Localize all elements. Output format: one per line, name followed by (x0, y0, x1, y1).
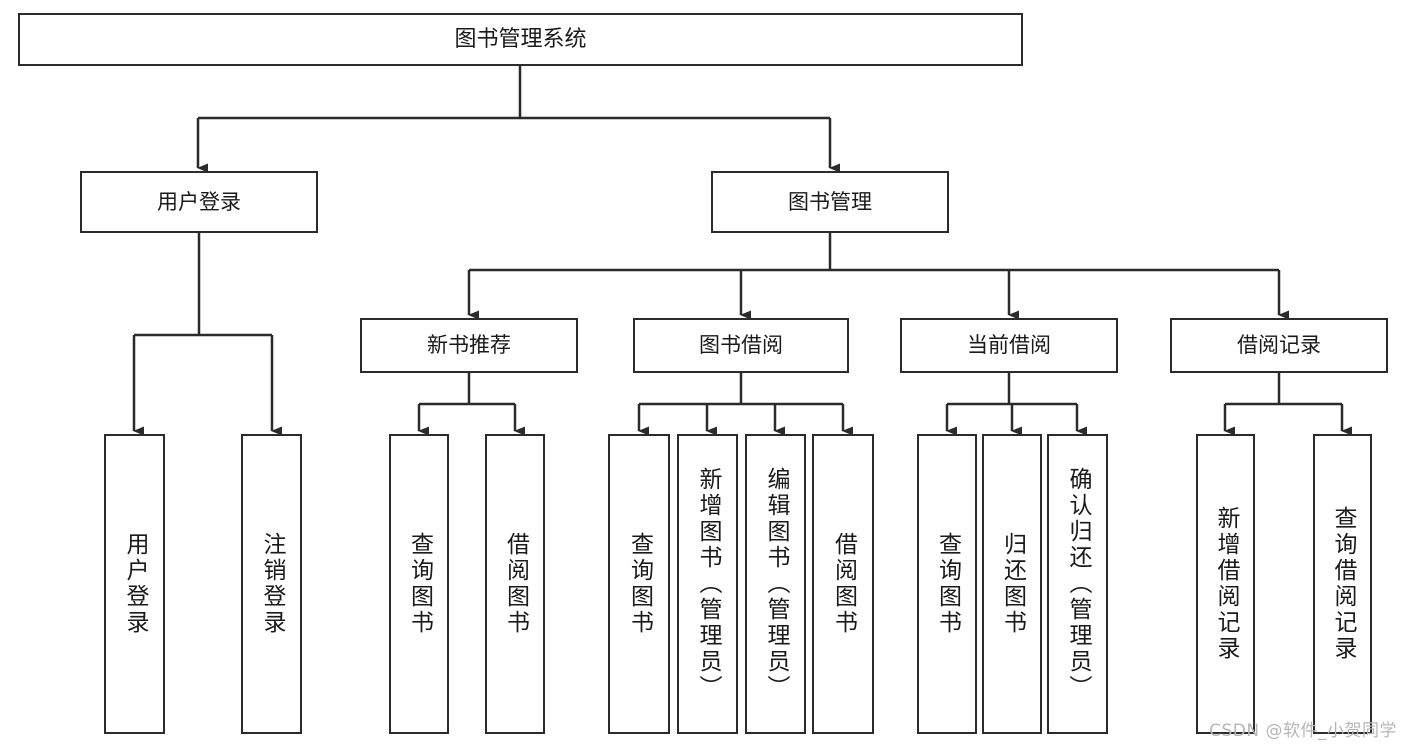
node-new-book-recommend[interactable]: 新书推荐 (360, 318, 578, 373)
node-label: 编辑图书（管理员） (763, 467, 789, 701)
node-label: 当前借阅 (967, 333, 1051, 358)
node-label: 用户登录 (157, 189, 241, 214)
leaf-logout[interactable]: 注销登录 (241, 434, 302, 734)
node-label: 图书借阅 (699, 333, 783, 358)
node-label: 借阅图书 (830, 532, 857, 636)
node-book-management[interactable]: 图书管理 (711, 171, 949, 233)
node-label: 查询图书 (406, 532, 433, 636)
node-label: 新书推荐 (427, 333, 511, 358)
node-label: 新增借阅记录 (1213, 506, 1239, 662)
leaf-borrow-book[interactable]: 借阅图书 (812, 434, 874, 734)
connectors-borrow (637, 373, 853, 436)
node-label: 查询图书 (934, 532, 961, 636)
connectors-book-manage (467, 233, 1289, 320)
node-user-login[interactable]: 用户登录 (80, 171, 318, 233)
node-label: 确认归还（管理员） (1065, 467, 1091, 701)
leaf-confirm-return-admin[interactable]: 确认归还（管理员） (1047, 434, 1108, 734)
node-label: 归还图书 (999, 532, 1026, 636)
connectors-current-borrow (945, 373, 1087, 436)
node-current-borrow[interactable]: 当前借阅 (900, 318, 1118, 373)
node-label: 用户登录 (122, 532, 148, 636)
node-label: 图书管理 (788, 189, 872, 214)
node-label: 查询借阅记录 (1330, 506, 1356, 662)
leaf-add-borrow-record[interactable]: 新增借阅记录 (1196, 434, 1255, 734)
node-root-system[interactable]: 图书管理系统 (18, 13, 1023, 66)
leaf-query-book-borrow[interactable]: 查询图书 (608, 434, 670, 734)
leaf-query-book-current[interactable]: 查询图书 (917, 434, 977, 734)
leaf-user-login[interactable]: 用户登录 (104, 434, 165, 734)
node-label: 图书管理系统 (454, 26, 587, 52)
leaf-edit-book-admin[interactable]: 编辑图书（管理员） (745, 434, 806, 734)
connectors-new-book (417, 373, 525, 436)
node-label: 借阅记录 (1237, 333, 1321, 358)
node-label: 借阅图书 (502, 532, 529, 636)
connectors-borrow-record (1223, 373, 1352, 436)
node-book-borrow[interactable]: 图书借阅 (633, 318, 849, 373)
node-label: 新增图书（管理员） (695, 467, 721, 701)
node-borrow-record[interactable]: 借阅记录 (1170, 318, 1388, 373)
leaf-return-book[interactable]: 归还图书 (982, 434, 1042, 734)
leaf-add-book-admin[interactable]: 新增图书（管理员） (677, 434, 738, 734)
leaf-query-book-recommend[interactable]: 查询图书 (389, 434, 449, 734)
node-label: 查询图书 (626, 532, 653, 636)
connectors-root (196, 66, 840, 173)
leaf-borrow-book-recommend[interactable]: 借阅图书 (485, 434, 545, 734)
connectors-user-login (132, 233, 282, 436)
leaf-query-borrow-record[interactable]: 查询借阅记录 (1313, 434, 1372, 734)
node-label: 注销登录 (259, 532, 285, 636)
